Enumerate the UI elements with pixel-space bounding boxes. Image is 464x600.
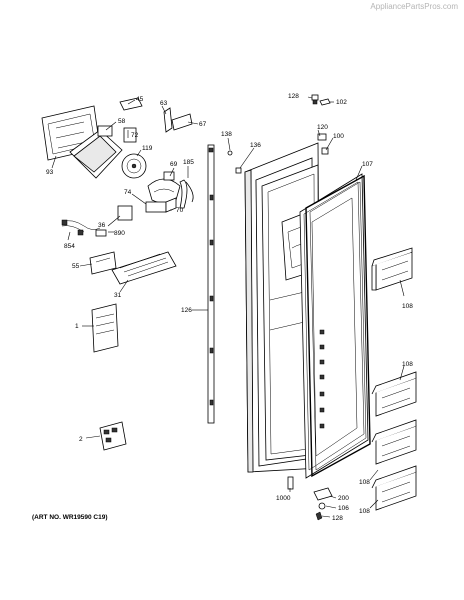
callout-45: 45 — [136, 96, 144, 103]
callout-854: 854 — [64, 243, 75, 250]
callout-119: 119 — [142, 145, 153, 152]
door-bin-2 — [371, 371, 417, 417]
callout-200: 200 — [338, 495, 349, 502]
top-hinge-parts — [227, 94, 331, 174]
callout-108-lower: 108 — [359, 479, 370, 486]
door-handle-rod — [207, 144, 215, 424]
door-bin-3 — [371, 419, 417, 465]
wire-harness — [61, 219, 101, 236]
callout-108-bottom: 108 — [359, 508, 370, 515]
callout-72: 72 — [131, 132, 139, 139]
door-bin-bottom — [371, 465, 417, 511]
callout-labels: 45 63 67 58 93 72 119 138 136 128 102 12… — [46, 93, 413, 522]
bottom-hinge-parts — [287, 476, 333, 521]
callout-136: 136 — [250, 142, 261, 149]
callout-890: 890 — [114, 230, 125, 237]
instruction-card — [91, 303, 119, 353]
actuator-bracket — [119, 97, 193, 143]
callout-2: 2 — [79, 436, 83, 443]
callout-107: 107 — [362, 161, 373, 168]
callout-126: 126 — [181, 307, 192, 314]
bin-supports — [319, 329, 325, 429]
dispenser-grille — [111, 251, 177, 285]
callout-63: 63 — [160, 100, 168, 107]
callout-69: 69 — [170, 161, 178, 168]
door-bin-top — [371, 247, 413, 291]
callout-128-bottom: 128 — [332, 515, 343, 522]
callout-106: 106 — [338, 505, 349, 512]
callout-70: 70 — [176, 207, 184, 214]
callout-67: 67 — [199, 121, 207, 128]
callout-138: 138 — [221, 131, 232, 138]
hardware-bag — [99, 421, 127, 451]
callout-36: 36 — [98, 222, 106, 229]
watermark: AppliancePartsPros.com — [370, 2, 458, 11]
dispenser-module — [69, 125, 123, 179]
door-gasket — [305, 174, 371, 478]
callout-128-top: 128 — [288, 93, 299, 100]
dispenser-lever — [179, 179, 194, 209]
callout-58: 58 — [118, 118, 126, 125]
dispenser-motor — [121, 153, 147, 179]
light-housing — [145, 197, 177, 213]
callout-100: 100 — [333, 133, 344, 140]
callout-108-mid: 108 — [402, 361, 413, 368]
callout-31: 31 — [114, 292, 122, 299]
switch-assembly — [95, 205, 133, 237]
callout-185: 185 — [183, 159, 194, 166]
callout-102: 102 — [336, 99, 347, 106]
leader-lines — [51, 96, 405, 518]
callout-1000: 1000 — [276, 495, 291, 502]
control-board — [89, 251, 117, 275]
art-number: (ART NO. WR19590 C19) — [32, 514, 108, 521]
callout-108-top: 108 — [402, 303, 413, 310]
callout-120: 120 — [317, 124, 328, 131]
callout-55: 55 — [72, 263, 80, 270]
callout-93: 93 — [46, 169, 54, 176]
door-liner-frame — [299, 173, 369, 479]
callout-1: 1 — [75, 323, 79, 330]
callout-74: 74 — [124, 189, 132, 196]
